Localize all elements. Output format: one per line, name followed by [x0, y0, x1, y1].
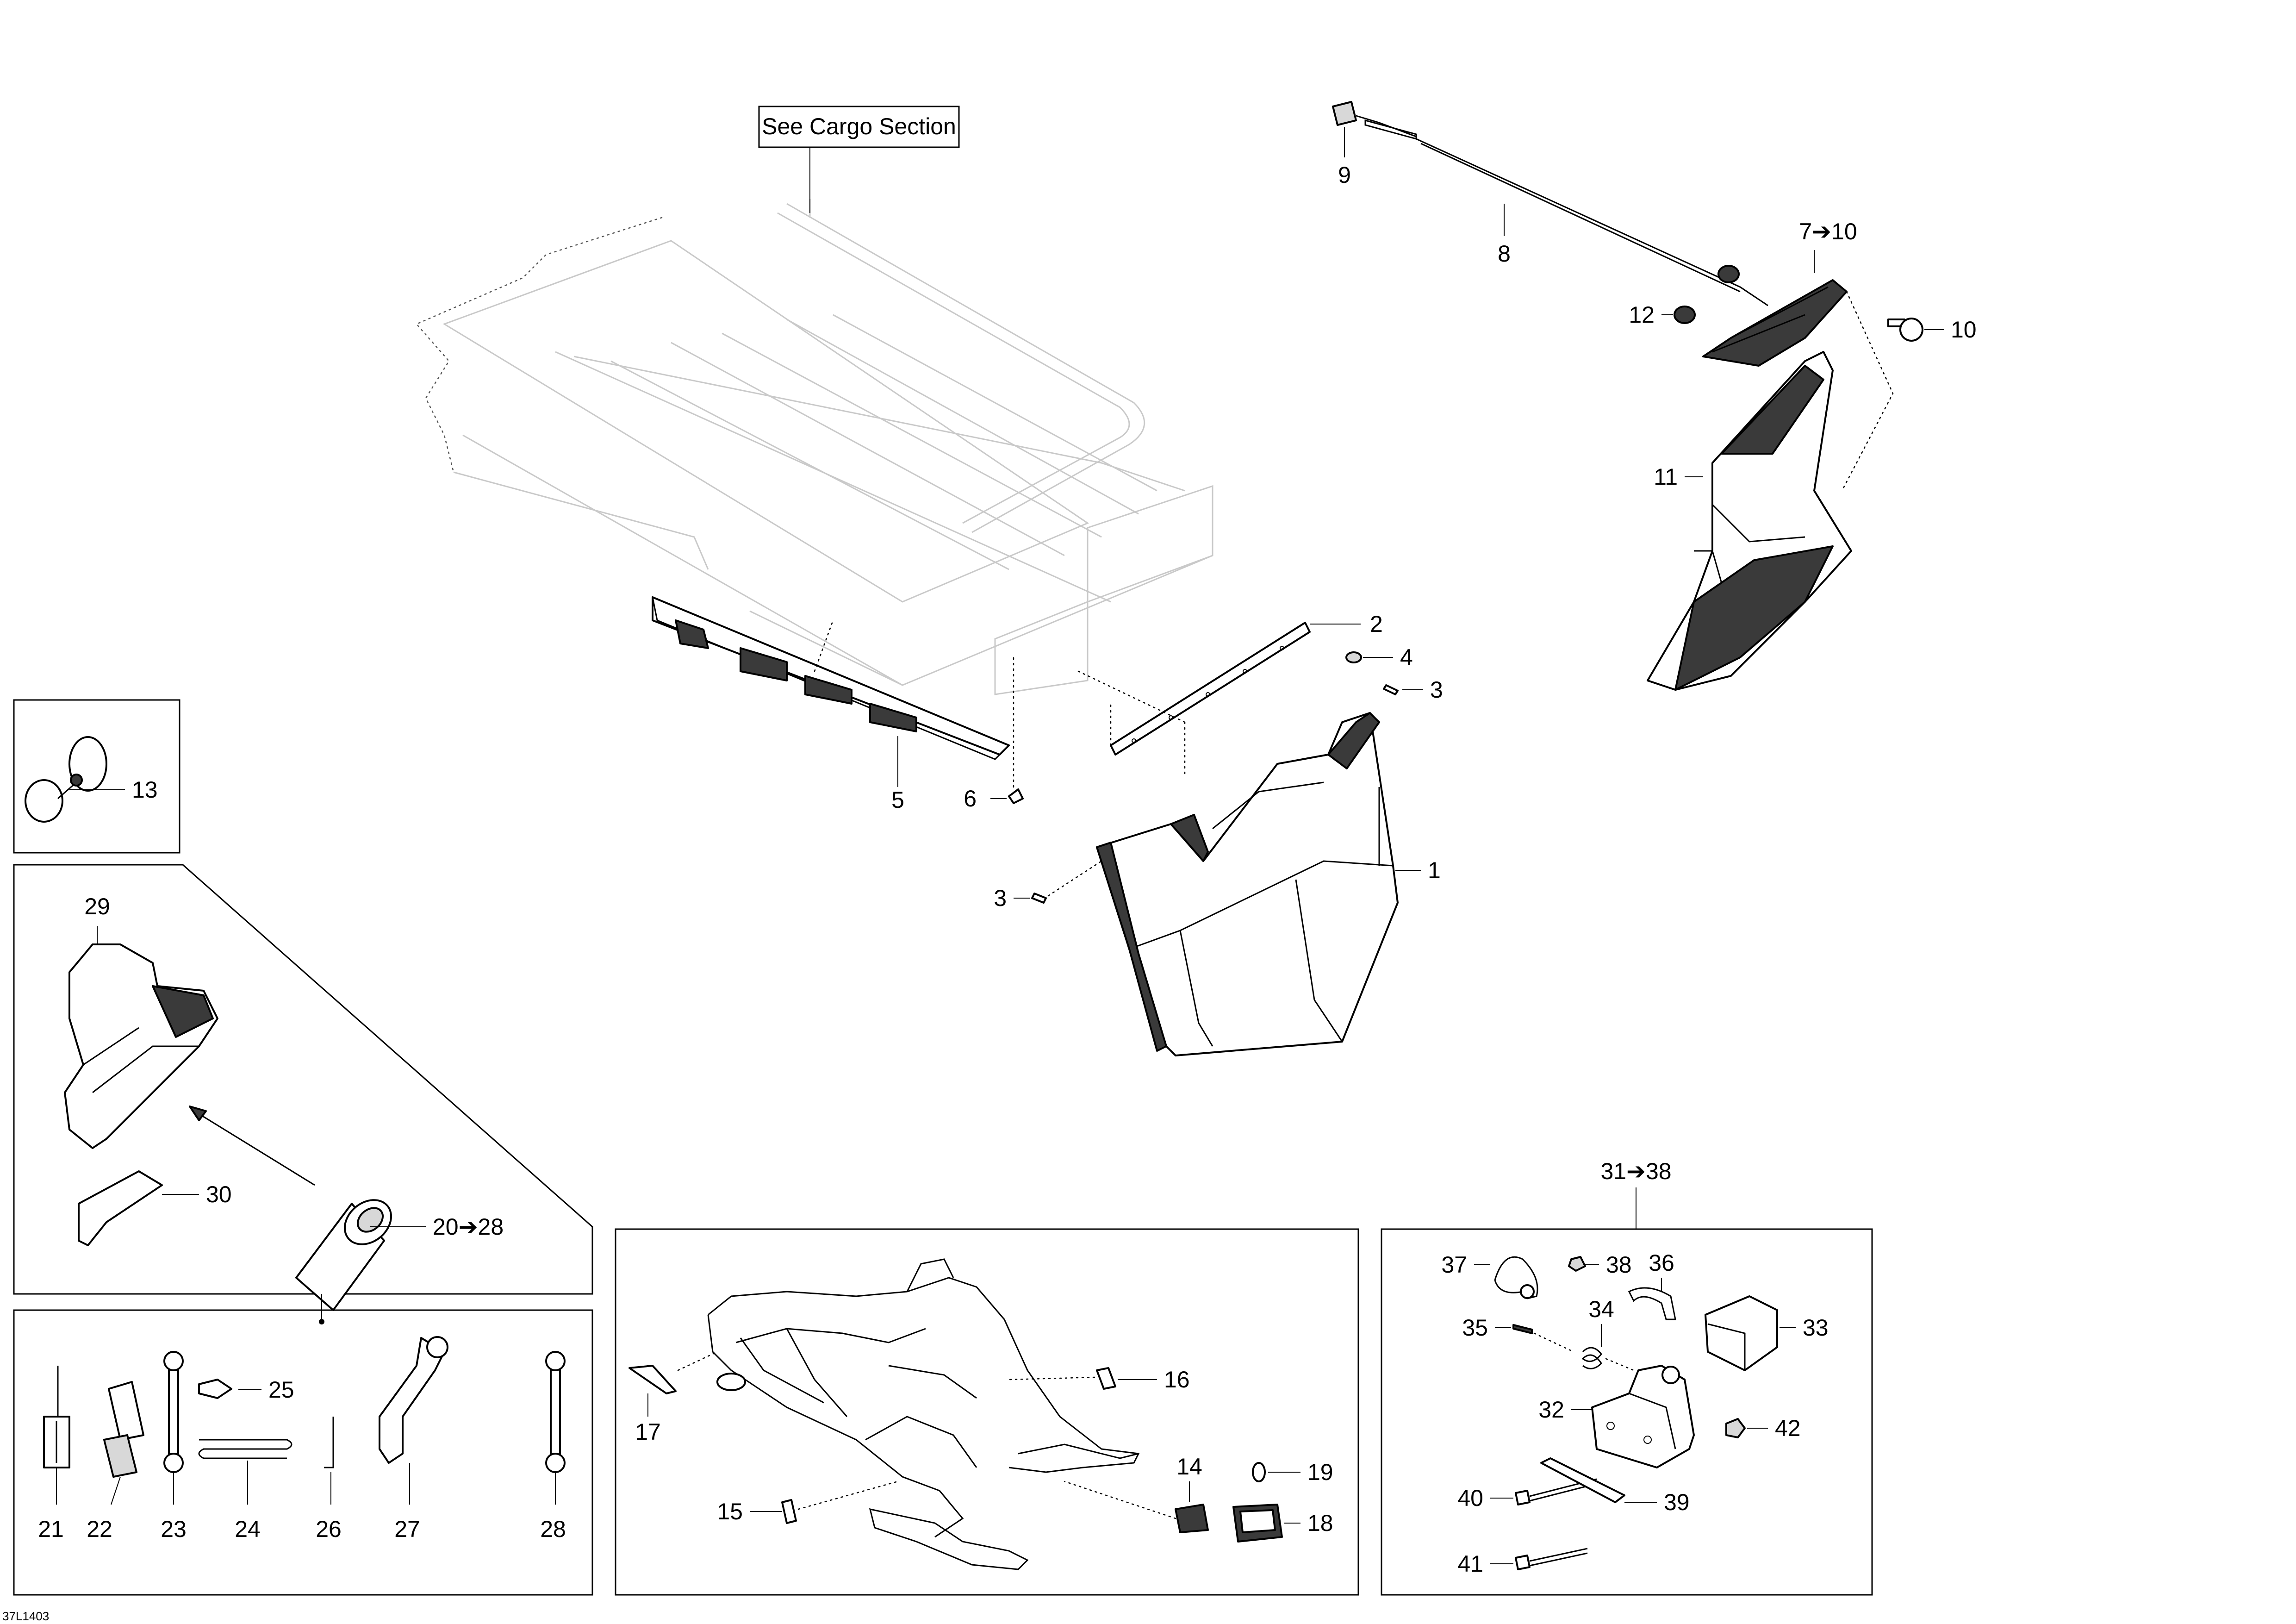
inset-box-decals [615, 1228, 1359, 1596]
inset-box-tool-bag [13, 864, 593, 1324]
callout-4: 4 [1400, 644, 1413, 670]
callout-9: 9 [1338, 162, 1351, 188]
callout-38: 38 [1606, 1252, 1632, 1278]
callout-30: 30 [206, 1181, 232, 1207]
snowmobile-outline [707, 1258, 1140, 1570]
callout-2: 2 [1370, 611, 1383, 637]
callout-17: 17 [635, 1419, 661, 1445]
callout-37: 37 [1441, 1252, 1467, 1278]
part-12-grommets [1661, 265, 1740, 324]
callout-7-10: 7➔10 [1799, 219, 1857, 244]
inset-box-tools [13, 1309, 593, 1596]
callout-28: 28 [540, 1516, 566, 1542]
callout-8: 8 [1498, 241, 1511, 267]
callout-3-upper: 3 [1430, 677, 1443, 703]
callout-18: 18 [1307, 1510, 1333, 1536]
part-4-washer [1345, 651, 1393, 663]
callout-10: 10 [1951, 317, 1977, 343]
callout-12: 12 [1629, 302, 1655, 328]
cargo-rack-ghost [415, 147, 1213, 695]
callout-20-28: 20➔28 [433, 1214, 504, 1240]
callout-1: 1 [1428, 857, 1441, 883]
callout-5: 5 [891, 787, 904, 813]
drawing-code: 37L1403 [2, 1609, 49, 1623]
callout-32: 32 [1538, 1397, 1564, 1423]
callout-42: 42 [1775, 1415, 1801, 1441]
part-10-bulb [1887, 318, 1944, 342]
callout-15: 15 [717, 1499, 743, 1524]
part-8-wiring-harness [1332, 101, 1768, 306]
callout-29: 29 [84, 893, 110, 919]
callout-25: 25 [268, 1377, 294, 1403]
cargo-section-note: See Cargo Section [758, 106, 960, 148]
callout-27: 27 [394, 1516, 420, 1542]
part-2-mounting-strip [1077, 622, 1361, 779]
callout-41: 41 [1457, 1551, 1483, 1577]
callout-16: 16 [1164, 1367, 1190, 1393]
callout-21: 21 [38, 1516, 64, 1542]
part-11-taillight-housing [1647, 351, 1852, 691]
callout-39: 39 [1664, 1489, 1690, 1515]
part-7-taillight [1702, 250, 1894, 492]
inset-box-hitch [1381, 1187, 1873, 1596]
callout-24: 24 [235, 1516, 261, 1542]
part-6-rivet [990, 656, 1024, 804]
callout-33: 33 [1803, 1315, 1829, 1341]
part-5-side-deflector [652, 596, 1010, 787]
part-1-front-deflector [1096, 712, 1421, 1056]
callout-11: 11 [1654, 464, 1678, 490]
inset-box-13 [13, 699, 180, 854]
callout-36: 36 [1649, 1250, 1674, 1276]
cargo-section-label: See Cargo Section [762, 113, 956, 139]
callout-26: 26 [316, 1516, 342, 1542]
callout-19: 19 [1307, 1459, 1333, 1485]
callout-3-lower: 3 [994, 885, 1007, 911]
callout-14: 14 [1176, 1454, 1202, 1480]
callout-40: 40 [1457, 1485, 1483, 1511]
callout-13: 13 [132, 777, 158, 803]
callout-6: 6 [964, 786, 977, 812]
callout-22: 22 [87, 1516, 112, 1542]
callout-35: 35 [1462, 1315, 1488, 1341]
callout-34: 34 [1588, 1296, 1614, 1322]
part-3-screw-upper [1383, 684, 1423, 695]
part-3-screw-lower [1014, 860, 1102, 904]
callout-23: 23 [161, 1516, 187, 1542]
callout-31-38: 31➔38 [1600, 1158, 1671, 1184]
